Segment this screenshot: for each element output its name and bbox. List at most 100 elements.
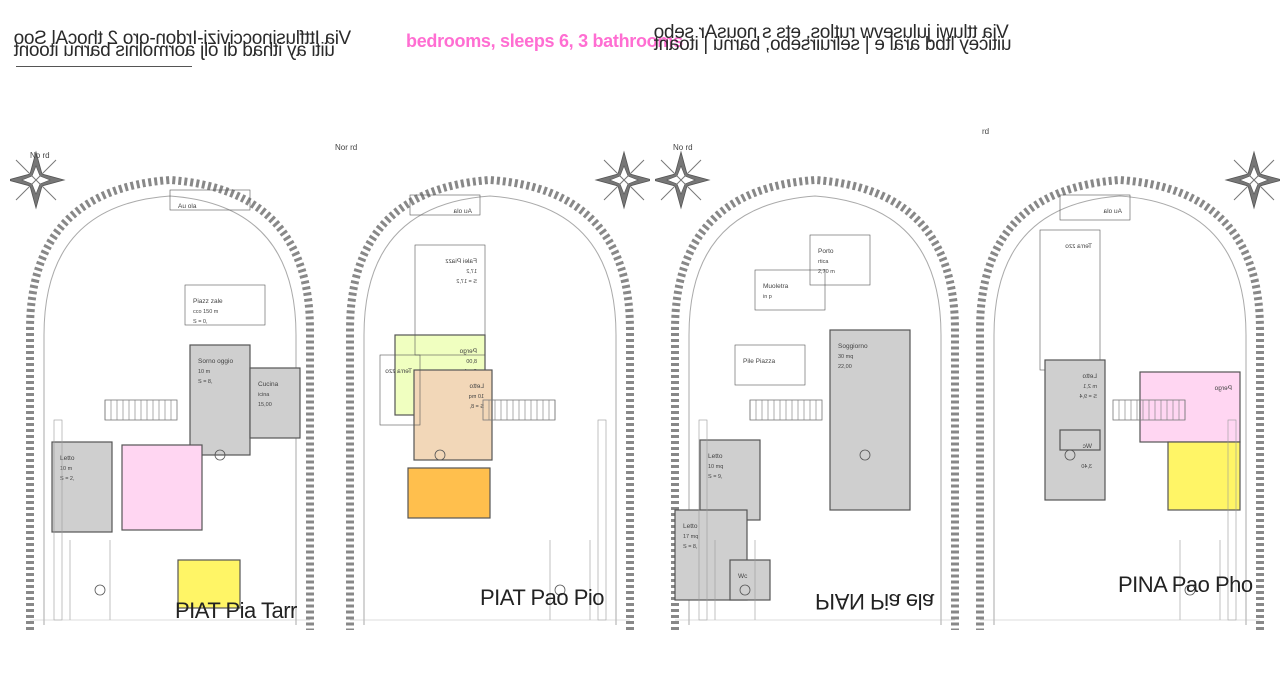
- room: Muoletra in p: [754, 269, 826, 311]
- room-shape: [189, 344, 251, 456]
- room: Pergo: [1139, 371, 1241, 443]
- room-dimension: 10 mq: [708, 464, 723, 470]
- room-area: S = 9,4: [1079, 394, 1097, 400]
- room-area: S = 0,: [193, 319, 208, 325]
- floor-plan-2-label: PIAT Pao Pio: [480, 585, 605, 610]
- garden-border-outer: [976, 175, 1264, 630]
- compass-diagonal: [603, 159, 645, 201]
- room-name: Wc: [1082, 443, 1092, 450]
- room-name: Au ola: [453, 208, 472, 215]
- garden-border-inner: [363, 195, 617, 625]
- room-dimension: 10 m: [60, 466, 73, 472]
- room: [121, 444, 203, 531]
- fixture-circle: [1064, 449, 1076, 461]
- room-area: 15,00: [258, 402, 272, 408]
- north-label: rd: [982, 127, 989, 136]
- staircase: [1112, 399, 1186, 421]
- room-shape: [379, 354, 421, 426]
- room-dimension: 17 mq: [683, 534, 698, 540]
- room-shape: [1059, 194, 1131, 221]
- room-name: Porto: [818, 248, 834, 255]
- room-shape: [729, 559, 771, 601]
- room: Piazz zale cco 150 m S = 0,: [184, 284, 266, 326]
- room-name: Muoletra: [763, 283, 789, 290]
- fixture-circle: [554, 584, 566, 596]
- room-shape: [1139, 371, 1241, 443]
- room-shape: [413, 369, 493, 461]
- room-area: 3,40: [1081, 464, 1092, 470]
- room-shape: [184, 284, 266, 326]
- room-name: Letto: [60, 455, 75, 462]
- garden-border-outer: [346, 175, 634, 630]
- header-line2-left: uiti ay ithad di olj aormolnis barnu ito…: [14, 40, 335, 61]
- room: Pile Piazza: [734, 344, 806, 386]
- room-name: Falei Piazz: [445, 258, 477, 265]
- room-shape: [407, 467, 491, 519]
- room-dimension: cco 150 m: [193, 309, 219, 315]
- floor-plan-1-label: PIAT Pia Tarr: [175, 598, 297, 623]
- room-shape: [1167, 441, 1241, 511]
- room-name: Letto: [469, 383, 484, 390]
- room: [1167, 441, 1241, 511]
- room-name: Letto: [1082, 373, 1097, 380]
- garden-border-outer: [671, 175, 959, 630]
- room-shape: [699, 439, 761, 521]
- room: Terra zzo: [379, 354, 421, 426]
- floor-plan-3-label: PIAN Pia ela: [815, 589, 934, 614]
- room-dimension: icina: [258, 392, 270, 398]
- room-dimension: 17,2: [466, 269, 477, 275]
- room-area: S = 8,: [198, 379, 213, 385]
- garden-border-inner: [688, 195, 942, 625]
- room-dimension: 10 mq: [469, 394, 484, 400]
- fixture-circle: [94, 584, 106, 596]
- room-name: Cucina: [258, 381, 279, 388]
- header-underline: [16, 66, 192, 67]
- room-shape: [1059, 429, 1101, 451]
- room-shape: [121, 444, 203, 531]
- compass-icon: [655, 150, 711, 210]
- page-header: Via Ittflusinoccivizi-Irdon-oro 2 thocAl…: [14, 22, 1266, 72]
- stair-outline: [749, 399, 823, 421]
- room: Au ola: [169, 189, 251, 211]
- room-shape: [409, 194, 481, 216]
- room: [177, 559, 241, 609]
- stair-outline: [482, 399, 556, 421]
- compass-diagonal: [660, 159, 702, 201]
- room-dimension: in p: [763, 294, 772, 300]
- stair-outline: [1112, 399, 1186, 421]
- room-area: S = 8,: [469, 404, 484, 410]
- room-dimension: 30 mq: [838, 354, 853, 360]
- room-name: Pergo: [1214, 385, 1232, 392]
- room-name: Terra zzo: [385, 368, 412, 375]
- compass-diagonal: [15, 159, 57, 201]
- room-name: Piazz zale: [193, 298, 223, 305]
- room-shape: [249, 367, 301, 439]
- room-name: Pile Piazza: [743, 358, 776, 365]
- room-area: 22,00: [838, 364, 852, 370]
- compass-icon: [594, 150, 650, 210]
- room-dimension: m 2,1: [1083, 384, 1097, 390]
- room-dimension: 10 m: [198, 369, 211, 375]
- fixture-circle: [739, 584, 751, 596]
- room-shape: [809, 234, 871, 286]
- fixture-circle: [214, 449, 226, 461]
- room-shape: [169, 189, 251, 211]
- room: Au ola: [409, 194, 481, 216]
- north-label: No rd: [673, 143, 693, 152]
- room: Wc 3,40: [1059, 429, 1101, 470]
- fixture-circle: [1184, 584, 1196, 596]
- room-shape: [754, 269, 826, 311]
